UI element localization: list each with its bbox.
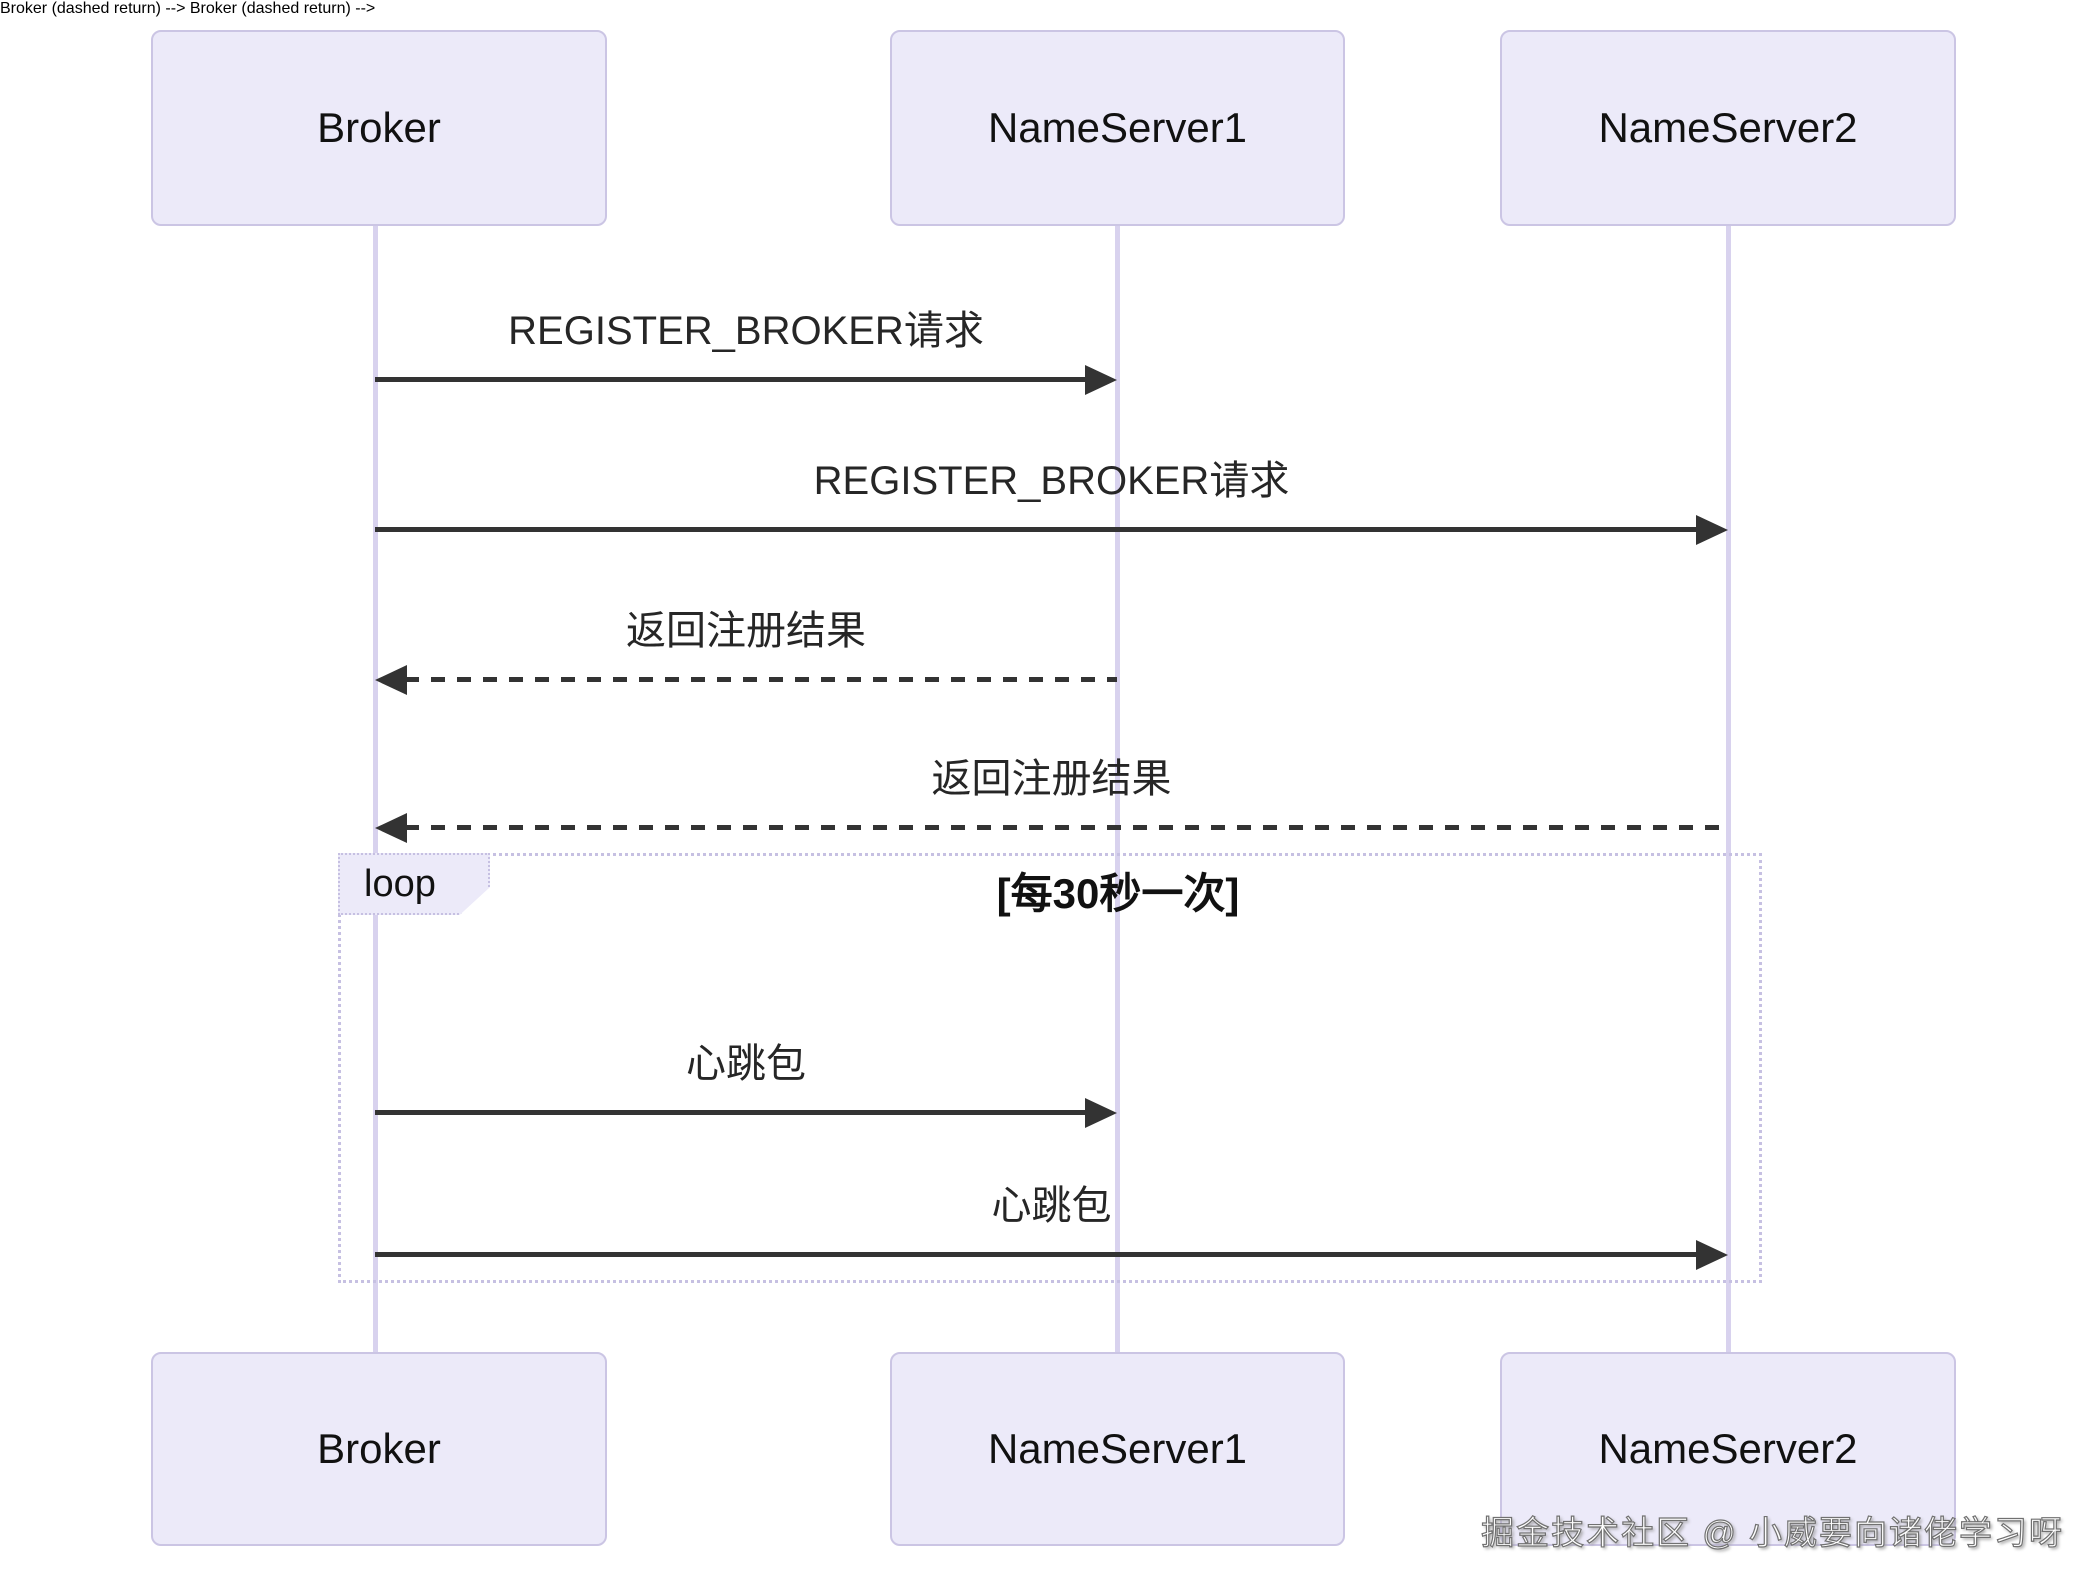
lifeline-broker xyxy=(373,226,378,1352)
lifeline-nameserver2 xyxy=(1726,226,1731,1352)
actor-top-nameserver1: NameServer1 xyxy=(890,30,1345,226)
actor-label: NameServer2 xyxy=(1598,104,1858,151)
actor-top-nameserver2: NameServer2 xyxy=(1500,30,1956,226)
message-label-register-ns2: REGISTER_BROKER请求 xyxy=(813,459,1290,503)
message-label-heartbeat-ns2: 心跳包 xyxy=(991,1184,1112,1228)
loop-condition: [每30秒一次] xyxy=(996,870,1240,917)
loop-label-tab: loop xyxy=(338,853,490,915)
loop-fragment-box xyxy=(338,853,1762,1283)
actor-label: NameServer2 xyxy=(1598,1425,1858,1472)
arrowhead-right-icon xyxy=(1696,1240,1728,1270)
actor-bottom-nameserver2: NameServer2 xyxy=(1500,1352,1956,1546)
arrowhead-left-icon xyxy=(375,813,407,843)
message-label-return-ns1: 返回注册结果 xyxy=(626,609,866,653)
arrowhead-right-icon xyxy=(1085,365,1117,395)
watermark-text: 掘金技术社区 @ 小威要向诸佬学习呀 xyxy=(1481,1513,2064,1551)
message-arrow-heartbeat-ns2 xyxy=(375,1252,1698,1257)
actor-top-broker: Broker xyxy=(151,30,607,226)
actor-label: NameServer1 xyxy=(987,1425,1248,1472)
lifeline-nameserver1 xyxy=(1115,226,1120,1352)
message-label-register-ns1: REGISTER_BROKER请求 xyxy=(508,309,984,353)
message-arrow-heartbeat-ns1 xyxy=(375,1110,1087,1115)
message-arrow-return-ns2 xyxy=(405,825,1728,830)
message-arrow-register-ns1 xyxy=(375,377,1087,382)
message-label-heartbeat-ns1: 心跳包 xyxy=(686,1042,806,1086)
message-arrow-return-ns1 xyxy=(405,677,1117,682)
actor-label: Broker xyxy=(317,104,441,151)
message-label-return-ns2: 返回注册结果 xyxy=(931,757,1172,801)
loop-label: loop xyxy=(364,862,436,905)
message-arrow-register-ns2 xyxy=(375,527,1698,532)
actor-bottom-broker: Broker xyxy=(151,1352,607,1546)
actor-label: NameServer1 xyxy=(987,104,1248,151)
arrowhead-left-icon xyxy=(375,665,407,695)
actor-bottom-nameserver1: NameServer1 xyxy=(890,1352,1345,1546)
arrowhead-right-icon xyxy=(1085,1098,1117,1128)
actor-label: Broker xyxy=(317,1425,441,1472)
arrowhead-right-icon xyxy=(1696,515,1728,545)
